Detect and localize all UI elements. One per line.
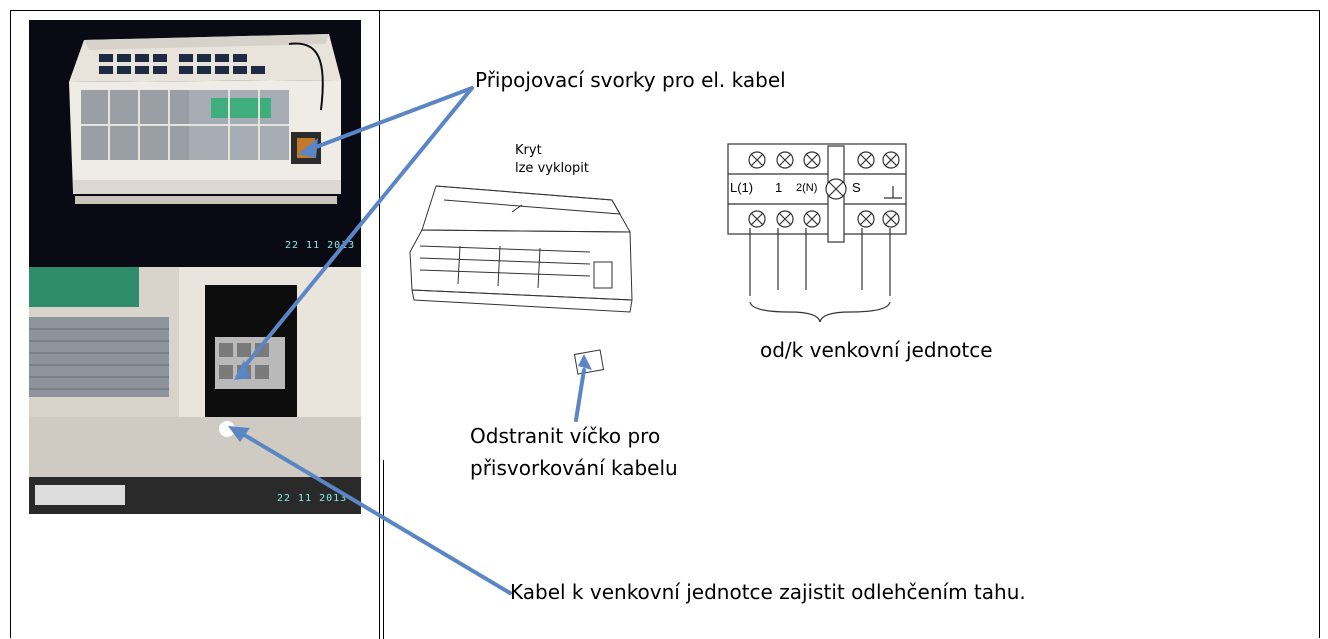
photo-terminal-closeup-drawing: [29, 267, 361, 514]
strain-relief-label: Kabel k venkovní jednotce zajistit odleh…: [510, 580, 1026, 604]
terminal-label: S: [852, 180, 861, 195]
remove-cap-label-line2: přisvorkování kabelu: [470, 456, 678, 480]
remove-cap-label-line1: Odstranit víčko pro: [470, 424, 661, 448]
photo-date-stamp: 22 11 2013: [285, 240, 356, 251]
terminal-label: 1: [775, 180, 783, 195]
terminal-label: 2(N): [796, 182, 818, 194]
photo-indoor-unit-open: 22 11 2013: [29, 20, 361, 267]
photo-terminal-closeup: 22 11 2013: [29, 267, 361, 514]
column-divider-secondary: [383, 460, 384, 639]
document-frame: [10, 10, 1320, 638]
outdoor-unit-label: od/k venkovní jednotce: [760, 338, 993, 362]
terminal-label: L(1): [730, 180, 754, 195]
column-divider: [379, 10, 380, 639]
cover-label-line1: Kryt: [515, 143, 542, 158]
photo-indoor-unit-open-drawing: [29, 20, 361, 267]
cover-label-line2: lze vyklopit: [515, 161, 590, 176]
photo-date-stamp: 22 11 2013: [277, 493, 348, 504]
terminals-heading: Připojovací svorky pro el. kabel: [475, 68, 786, 92]
